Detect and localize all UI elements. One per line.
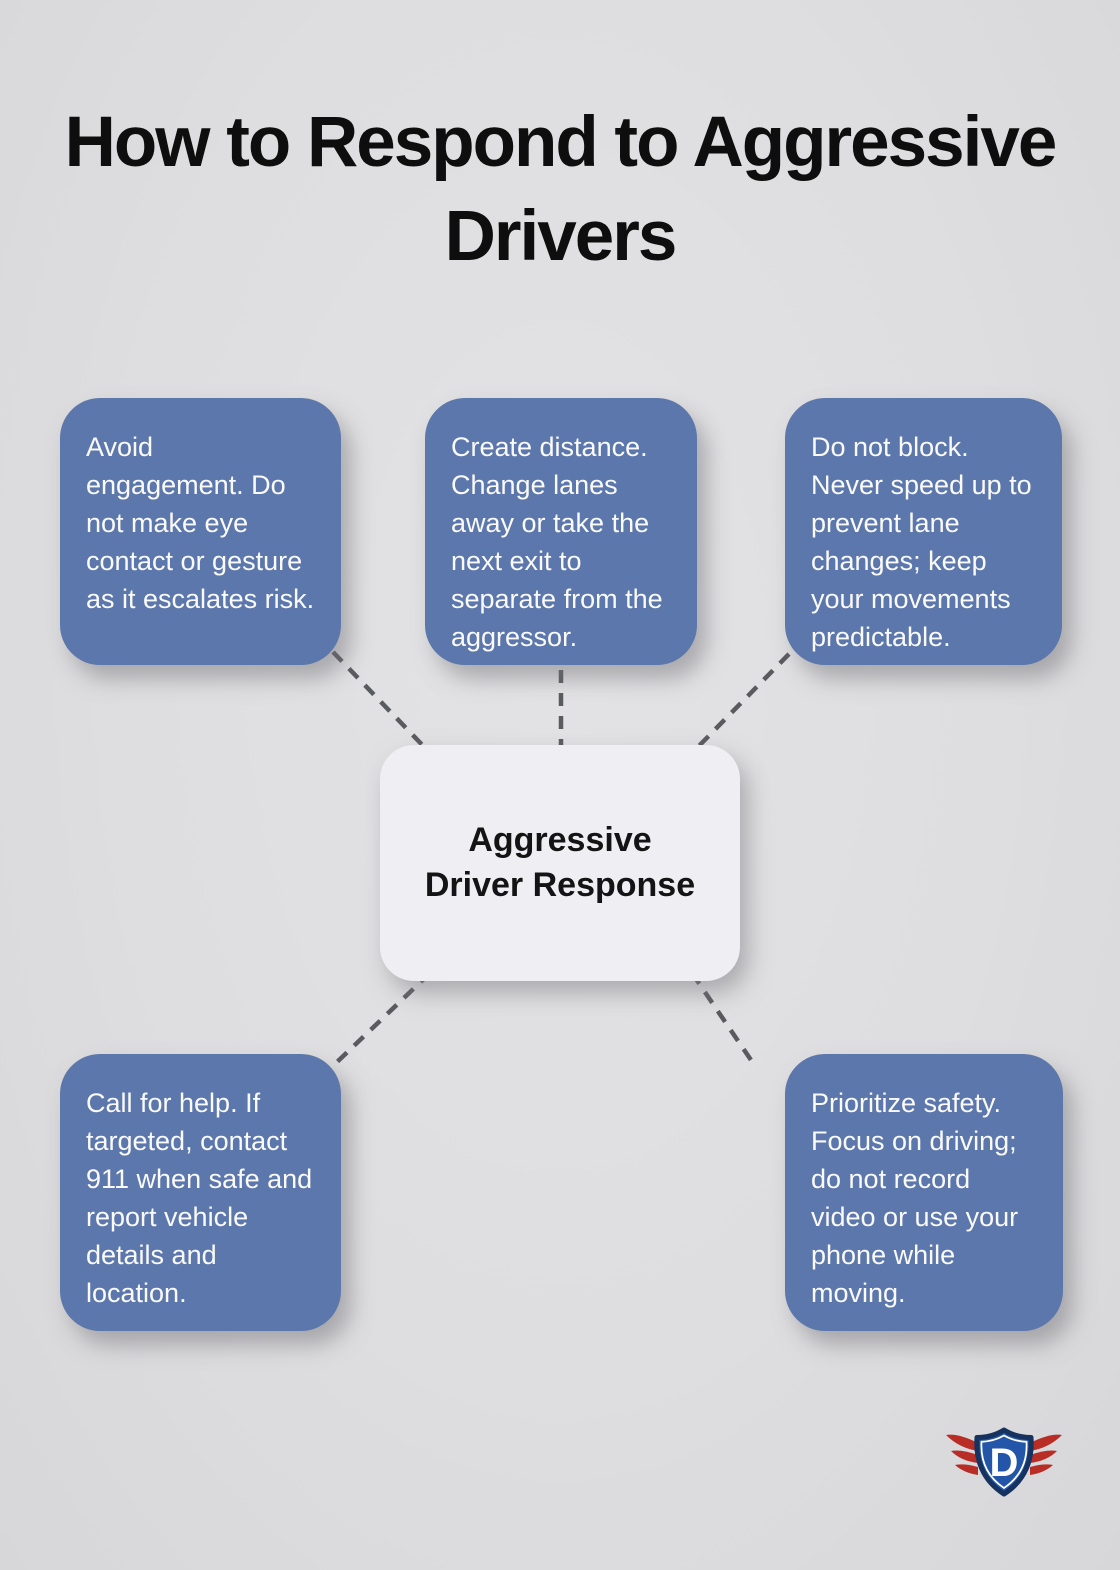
branch-node-text: Prioritize safety. Focus on driving; do … bbox=[811, 1088, 1019, 1308]
branch-node-text: Create distance. Change lanes away or ta… bbox=[451, 432, 663, 652]
branch-node-text: Do not block. Never speed up to prevent … bbox=[811, 432, 1032, 652]
right-wing-icon bbox=[1030, 1434, 1062, 1475]
connector-top-left bbox=[331, 650, 432, 755]
branch-node-create-distance: Create distance. Change lanes away or ta… bbox=[425, 398, 697, 665]
branch-node-do-not-block: Do not block. Never speed up to prevent … bbox=[785, 398, 1062, 665]
left-wing-icon bbox=[946, 1434, 978, 1475]
page-title: How to Respond to Aggressive Drivers bbox=[64, 103, 1058, 276]
shield-icon: D bbox=[974, 1427, 1034, 1497]
branch-node-prioritize-safety: Prioritize safety. Focus on driving; do … bbox=[785, 1054, 1063, 1331]
shield-wings-logo-icon: D bbox=[946, 1427, 1062, 1497]
connector-top-right bbox=[690, 652, 791, 755]
central-topic-line1: Aggressive bbox=[468, 821, 652, 859]
branch-node-call-for-help: Call for help. If targeted, contact 911 … bbox=[60, 1054, 341, 1331]
central-topic-line2: Driver Response bbox=[424, 866, 696, 904]
branch-node-text: Call for help. If targeted, contact 911 … bbox=[86, 1088, 313, 1308]
central-topic-node: Aggressive Driver Response bbox=[380, 745, 740, 981]
branch-node-avoid-engagement: Avoid engagement. Do not make eye contac… bbox=[60, 398, 341, 665]
connector-bottom-left bbox=[334, 971, 432, 1065]
logo-letter: D bbox=[990, 1441, 1019, 1485]
branch-node-text: Avoid engagement. Do not make eye contac… bbox=[86, 432, 315, 614]
connector-bottom-right bbox=[690, 971, 755, 1065]
